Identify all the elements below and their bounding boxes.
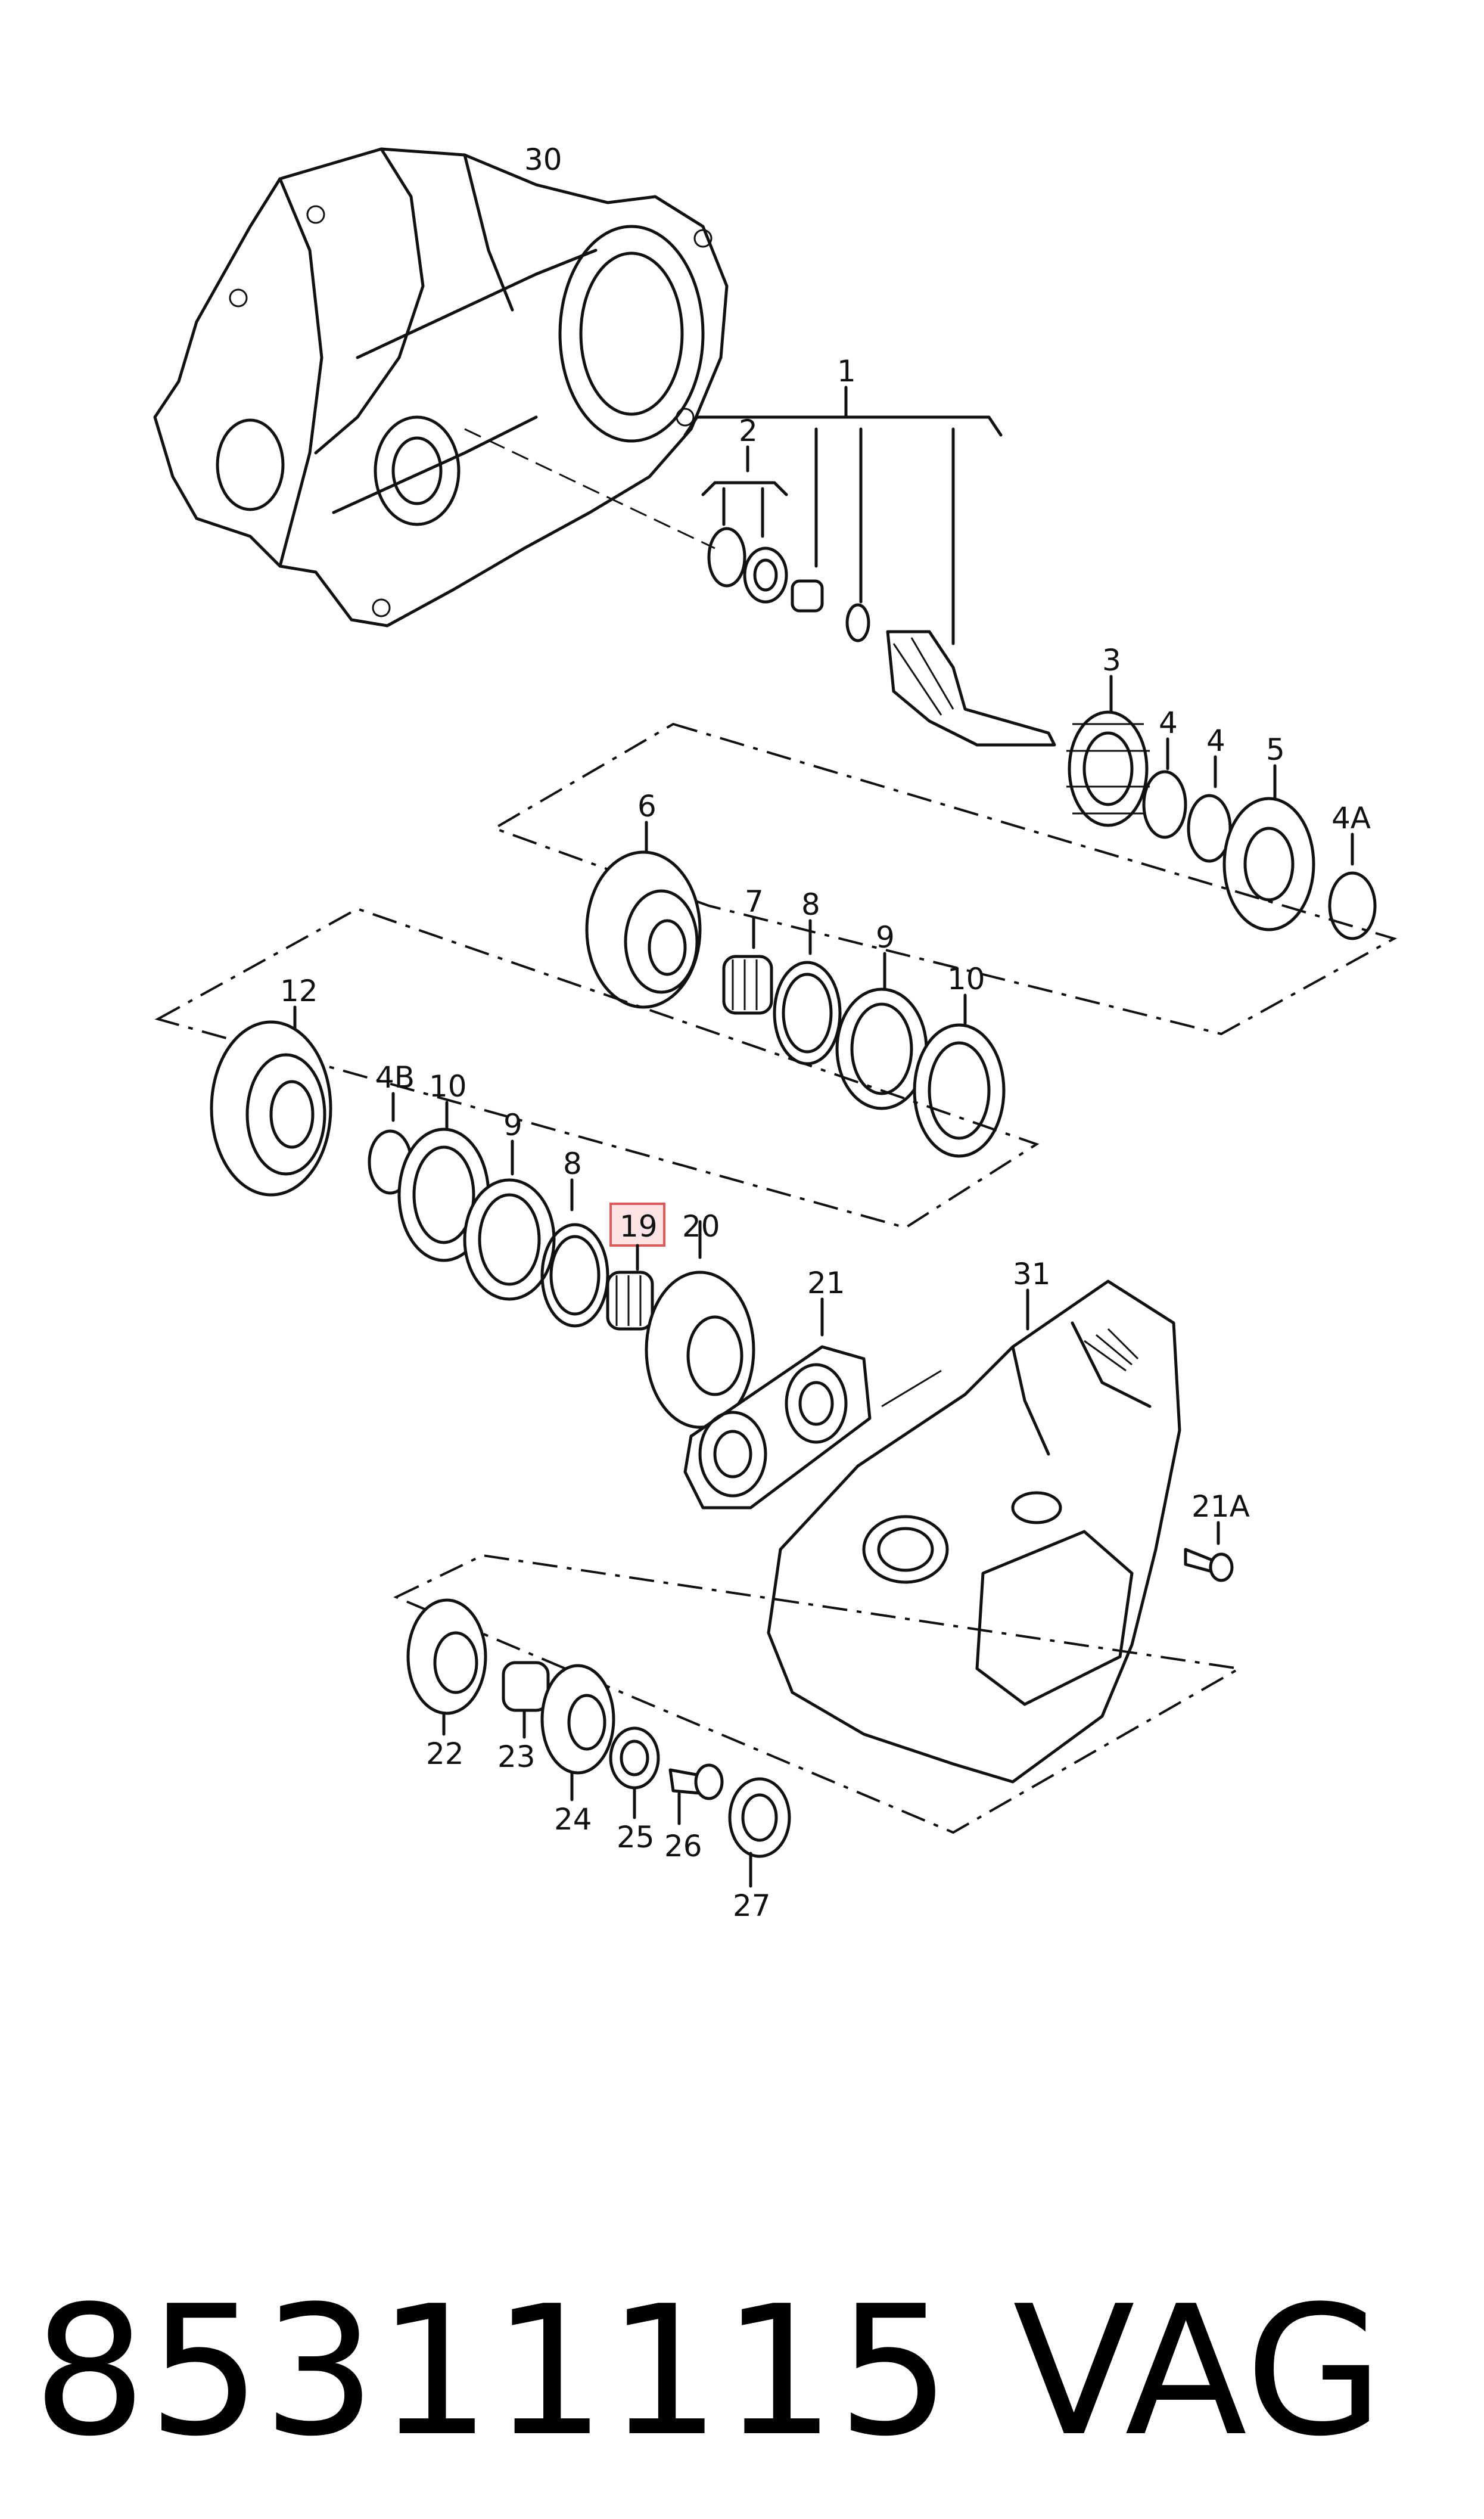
ring-9-lower: [463, 1139, 556, 1301]
gearbox-housing-30: [153, 147, 729, 628]
label-4-b: 4: [1206, 723, 1225, 758]
label-2: 2: [739, 414, 758, 448]
label-27: 27: [733, 1889, 771, 1923]
gearbox-housing-31: [767, 1279, 1181, 1784]
part-number: 85311115: [33, 2268, 952, 2475]
label-1: 1: [837, 354, 856, 389]
label-10-lower: 10: [429, 1069, 467, 1104]
label-10-upper: 10: [947, 962, 985, 996]
input-shaft-assembly-1: [683, 386, 1056, 747]
label-9-lower: 9: [503, 1108, 522, 1142]
label-26: 26: [664, 1829, 702, 1863]
label-9-upper: 9: [876, 920, 895, 955]
ring-9-upper: [835, 952, 928, 1110]
circlip-4-a: [1142, 737, 1187, 839]
label-12: 12: [280, 974, 318, 1008]
bearing-plate-21: [683, 1297, 872, 1509]
group-outline-lower: [393, 1554, 1243, 1834]
label-19: 19: [620, 1209, 658, 1244]
needle-bearing-19: [606, 1203, 665, 1331]
exploded-parts-diagram: 30 1 2 3 4 4 5 4A 6 7 8 9 10 12 4B 10 9 …: [153, 142, 1398, 1923]
label-21: 21: [807, 1266, 845, 1300]
label-21A: 21A: [1191, 1489, 1250, 1524]
ring-8-upper: [773, 919, 842, 1066]
label-6: 6: [637, 789, 657, 824]
gear-24: [540, 1664, 615, 1801]
label-4B: 4B: [375, 1060, 415, 1095]
bolt-21A: [1184, 1521, 1234, 1582]
label-4-a: 4: [1159, 706, 1178, 740]
gear-22: [406, 1598, 487, 1736]
bearing-27: [728, 1777, 791, 1888]
brand-name: VAG: [1013, 2268, 1385, 2475]
circlip-4A: [1328, 833, 1377, 940]
gear-5: [1222, 764, 1315, 931]
label-8-upper: 8: [801, 887, 820, 922]
synchro-ring-10-upper: [913, 993, 1006, 1158]
label-30: 30: [524, 142, 562, 177]
gear-6: [585, 821, 702, 1009]
label-24: 24: [554, 1802, 592, 1837]
circlip-4-b: [1187, 755, 1232, 863]
group-outline-middle: [154, 907, 1040, 1229]
label-20: 20: [682, 1209, 720, 1244]
bolt-26: [668, 1763, 724, 1825]
label-4A: 4A: [1331, 801, 1371, 835]
gear-20: [645, 1220, 755, 1429]
label-8-lower: 8: [563, 1147, 582, 1181]
gear-12: [210, 1005, 332, 1197]
label-22: 22: [426, 1737, 464, 1771]
label-7: 7: [745, 884, 764, 919]
footer: 85311115 VAG: [0, 2265, 1484, 2515]
label-25: 25: [617, 1820, 655, 1855]
ring-25: [609, 1726, 660, 1819]
label-5: 5: [1266, 732, 1285, 767]
gear-3: [1066, 675, 1150, 827]
highlight-box-19: [609, 1203, 665, 1247]
label-23: 23: [497, 1740, 536, 1774]
label-31: 31: [1013, 1257, 1051, 1291]
needle-bearing-7: [722, 916, 773, 1015]
ring-8-lower: [540, 1178, 609, 1328]
label-3: 3: [1102, 643, 1121, 678]
